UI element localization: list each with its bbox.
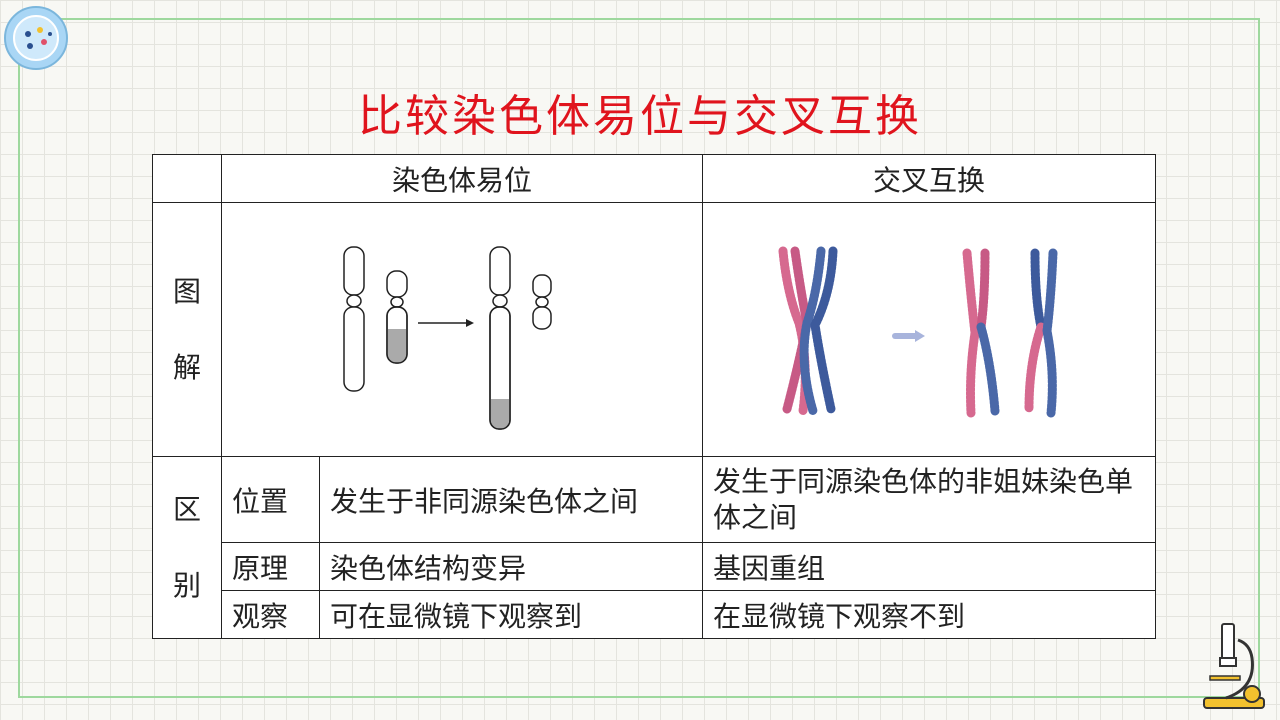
translocation-diagram: [342, 243, 556, 431]
crossover-observation: 在显微镜下观察不到: [702, 590, 1156, 639]
crossover-figure-cell: [702, 202, 1156, 457]
figure-row: 图 解: [152, 202, 1156, 457]
header-row: 染色体易位 交叉互换: [152, 154, 1156, 203]
microscope-icon: [1203, 623, 1265, 709]
header-translocation: 染色体易位: [221, 154, 703, 203]
aspect-observation: 观察: [221, 590, 320, 639]
translocation-observation: 可在显微镜下观察到: [319, 590, 703, 639]
aspect-principle: 原理: [221, 542, 320, 591]
slide-frame: [18, 18, 1260, 698]
corner-cell: [152, 154, 222, 203]
diff-row-label: 区 别: [152, 456, 222, 639]
cell-logo-icon: [4, 6, 68, 70]
figure-row-label: 图 解: [152, 202, 222, 457]
table-row: 区 别 位置 发生于非同源染色体之间 发生于同源染色体的非姐妹染色单体之间: [152, 456, 1156, 639]
crossover-principle: 基因重组: [702, 542, 1156, 591]
aspect-position: 位置: [221, 456, 320, 543]
translocation-figure-cell: [221, 202, 703, 457]
crossover-position: 发生于同源染色体的非姐妹染色单体之间: [702, 456, 1156, 543]
page-title: 比较染色体易位与交叉互换: [358, 91, 922, 142]
header-crossover: 交叉互换: [702, 154, 1156, 203]
crossover-diagram: [778, 246, 1058, 418]
translocation-position: 发生于非同源染色体之间: [319, 456, 703, 543]
table-row: 观察 可在显微镜下观察到 在显微镜下观察不到: [153, 590, 1156, 639]
table-row: 原理 染色体结构变异 基因重组: [153, 542, 1156, 591]
comparison-table: 染色体易位 交叉互换 图 解: [152, 154, 1156, 639]
translocation-principle: 染色体结构变异: [319, 542, 703, 591]
